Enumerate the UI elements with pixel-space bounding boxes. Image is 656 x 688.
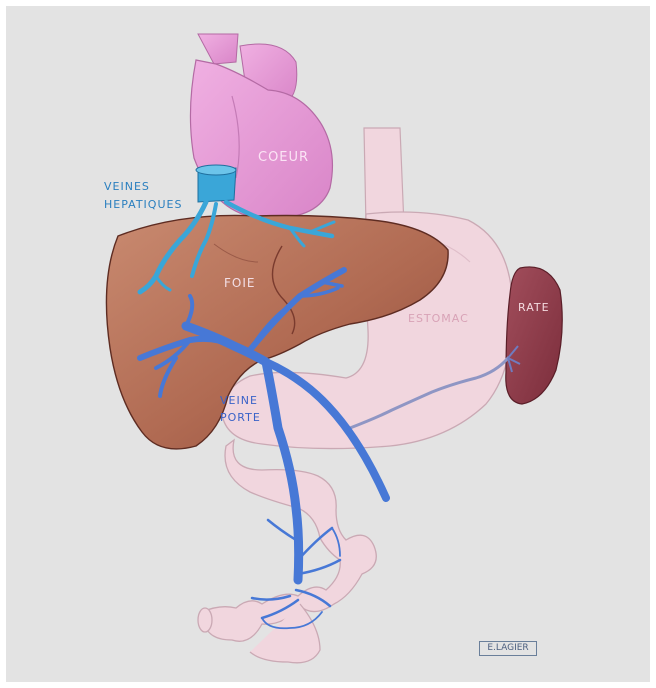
label-coeur: COEUR (258, 150, 309, 165)
label-veine-porte: VEINE PORTE (220, 392, 261, 426)
label-veine-porte-line1: VEINE (220, 392, 261, 409)
label-veines-hepatiques: VEINES HEPATIQUES (104, 178, 182, 214)
artist-signature: E.LAGIER (479, 641, 537, 656)
label-foie: FOIE (224, 276, 255, 290)
label-rate: RATE (518, 301, 550, 314)
esophagus (364, 128, 404, 226)
label-veines-hepatiques-line1: VEINES (104, 178, 182, 196)
label-veines-hepatiques-line2: HEPATIQUES (104, 196, 182, 214)
spleen (506, 267, 562, 404)
label-veine-porte-line2: PORTE (220, 409, 261, 426)
label-estomac: ESTOMAC (408, 312, 469, 325)
